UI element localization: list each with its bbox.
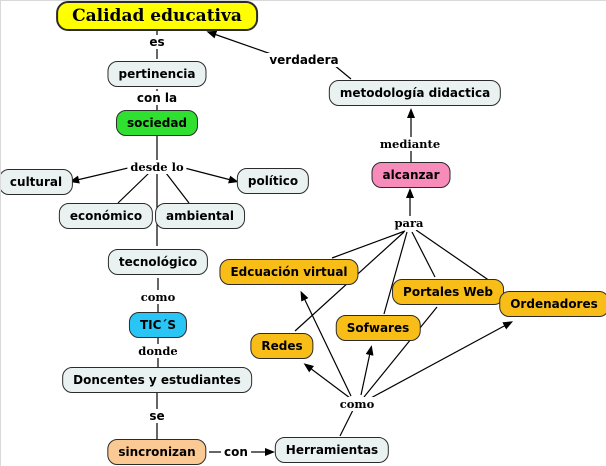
link-label-se[interactable]: se <box>146 409 168 423</box>
link-label-mediante[interactable]: mediante <box>376 137 444 151</box>
node-ambiental[interactable]: ambiental <box>155 203 245 229</box>
node-politico[interactable]: político <box>236 168 310 194</box>
link-label-como-tics[interactable]: como <box>137 290 179 304</box>
node-cultural[interactable]: cultural <box>1 169 74 195</box>
node-alcanzar[interactable]: alcanzar <box>371 162 451 188</box>
node-portales-web[interactable]: Portales Web <box>392 279 504 305</box>
node-tics[interactable]: TIC´S <box>128 312 188 338</box>
node-sociedad[interactable]: sociedad <box>115 110 199 136</box>
node-docentes-estudiantes[interactable]: Doncentes y estudiantes <box>62 367 252 393</box>
node-sincronizan[interactable]: sincronizan <box>107 439 207 465</box>
node-sofwares[interactable]: Sofwares <box>335 315 421 341</box>
node-herramientas[interactable]: Herramientas <box>274 437 390 463</box>
link-label-es[interactable]: es <box>146 35 168 49</box>
node-metodologia-didactica[interactable]: metodología didactica <box>328 80 502 106</box>
link-label-desde-lo[interactable]: desde lo <box>127 160 187 174</box>
node-educacion-virtual[interactable]: Edcuación virtual <box>219 259 359 285</box>
node-ordenadores[interactable]: Ordenadores <box>499 291 606 317</box>
link-label-como-herramientas[interactable]: como <box>336 397 378 411</box>
link-label-verdadera[interactable]: verdadera <box>266 53 342 67</box>
node-economico[interactable]: económico <box>58 203 154 229</box>
link-label-para[interactable]: para <box>391 216 427 230</box>
link-label-con[interactable]: con <box>221 445 251 459</box>
node-redes[interactable]: Redes <box>250 333 314 359</box>
node-pertinencia[interactable]: pertinencia <box>107 61 207 87</box>
node-calidad-educativa[interactable]: Calidad educativa <box>56 1 258 31</box>
link-label-donde[interactable]: donde <box>135 344 181 358</box>
link-label-con-la[interactable]: con la <box>133 91 181 105</box>
node-tecnologico[interactable]: tecnológico <box>107 249 209 275</box>
